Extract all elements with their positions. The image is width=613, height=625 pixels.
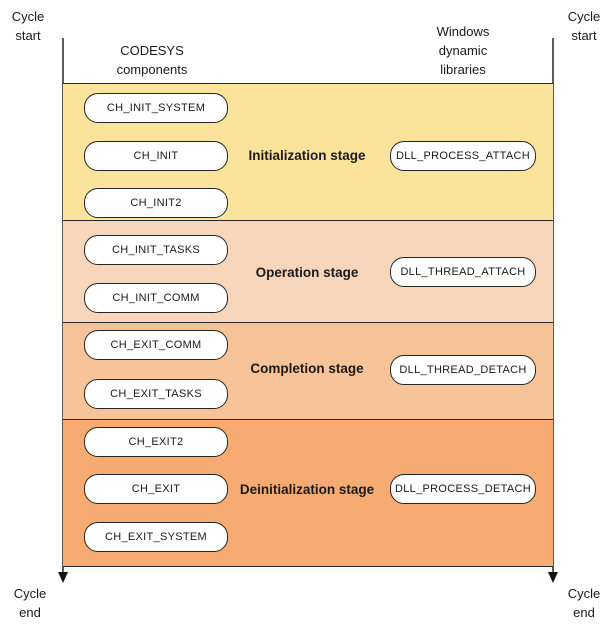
cycle-timeline-left — [62, 38, 64, 574]
deinitialization-stage-label: Deinitialization stage — [239, 482, 375, 497]
completion-stage-label: Completion stage — [250, 361, 364, 376]
cycle-end-label-left: Cycle end — [13, 586, 47, 620]
component-ch-exit-system: CH_EXIT_SYSTEM — [84, 522, 228, 552]
component-ch-init-tasks: CH_INIT_TASKS — [84, 235, 228, 265]
down-arrow-icon — [58, 572, 68, 583]
component-ch-exit2: CH_EXIT2 — [84, 427, 228, 457]
windows-libraries-header: Windows dynamic libraries — [436, 24, 490, 77]
cycle-start-label-left: Cycle start — [11, 9, 45, 43]
codesys-components-header: CODESYS components — [116, 43, 188, 77]
cycle-start-label-right: Cycle start — [567, 9, 601, 43]
initialization-stage-label: Initialization stage — [248, 148, 366, 163]
component-ch-init2: CH_INIT2 — [84, 188, 228, 218]
callback-dll-process-detach: DLL_PROCESS_DETACH — [390, 474, 536, 504]
component-ch-exit-tasks: CH_EXIT_TASKS — [84, 379, 228, 409]
component-ch-init-system: CH_INIT_SYSTEM — [84, 93, 228, 123]
cycle-end-label-right: Cycle end — [567, 586, 601, 620]
component-ch-exit: CH_EXIT — [84, 474, 228, 504]
component-ch-init-comm: CH_INIT_COMM — [84, 283, 228, 313]
component-ch-init: CH_INIT — [84, 141, 228, 171]
callback-dll-thread-attach: DLL_THREAD_ATTACH — [390, 257, 536, 287]
callback-dll-process-attach: DLL_PROCESS_ATTACH — [390, 141, 536, 171]
down-arrow-icon — [548, 572, 558, 583]
component-ch-exit-comm: CH_EXIT_COMM — [84, 330, 228, 360]
operation-stage-label: Operation stage — [255, 265, 359, 280]
callback-dll-thread-detach: DLL_THREAD_DETACH — [390, 355, 536, 385]
